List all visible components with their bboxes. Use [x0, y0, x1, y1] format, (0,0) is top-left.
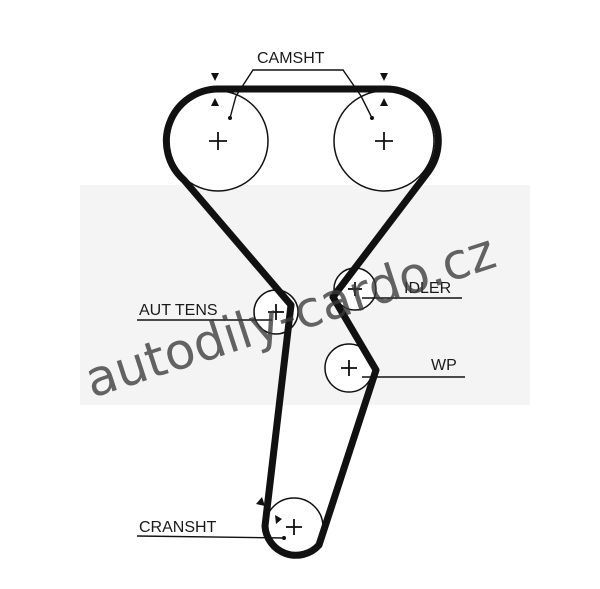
left-camshaft-center-cross: [209, 132, 227, 150]
background-panel: [80, 185, 530, 405]
water-pump-label: WP: [431, 357, 457, 374]
camshaft-label: CAMSHT: [257, 50, 325, 67]
crankshaft-leader-line: [136, 535, 285, 539]
crankshaft-center-cross: [286, 519, 302, 535]
crankshaft-label: CRANSHT: [139, 519, 217, 536]
tensioner-label: AUT TENS: [139, 302, 218, 319]
right-camshaft-timing-marks: [360, 73, 388, 120]
camshaft-leader-line: [235, 69, 362, 97]
left-camshaft-timing-marks: [211, 73, 237, 120]
right-camshaft-center-cross: [375, 132, 393, 150]
timing-belt: [162, 85, 442, 559]
water-pump-center-cross: [341, 360, 357, 376]
tensioner-center-cross: [268, 304, 284, 320]
idler-label: IDLER: [404, 280, 451, 297]
idler-center-cross: [348, 282, 362, 296]
